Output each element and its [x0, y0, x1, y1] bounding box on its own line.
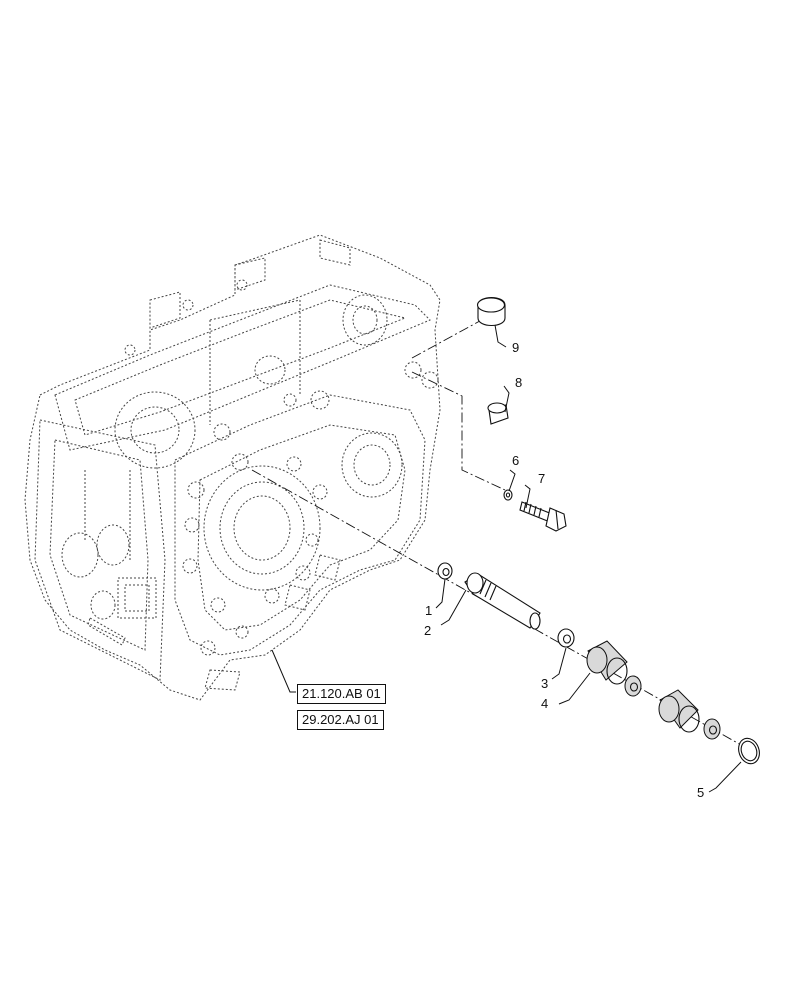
callout-7: 7 [538, 471, 545, 486]
callout-1: 1 [425, 603, 432, 618]
reference-box-1[interactable]: 21.120.AB 01 [297, 684, 386, 704]
part-2-shaft[interactable] [464, 572, 541, 630]
part-1-washer[interactable] [437, 562, 453, 580]
part-8-plug[interactable] [487, 402, 509, 425]
spare-components [624, 675, 721, 740]
callout-3: 3 [541, 676, 548, 691]
transmission-housing [24, 234, 441, 701]
leader-lines [271, 324, 742, 793]
part-3-washer[interactable] [557, 628, 575, 648]
callout-8: 8 [515, 375, 522, 390]
part-6-washer[interactable] [503, 489, 513, 501]
part-4-bushing[interactable] [586, 640, 628, 685]
reference-box-2[interactable]: 29.202.AJ 01 [297, 710, 384, 730]
callout-6: 6 [512, 453, 519, 468]
part-7-bolt[interactable] [519, 501, 567, 532]
callout-4: 4 [541, 696, 548, 711]
part-5-snap-ring[interactable] [735, 735, 763, 766]
callout-2: 2 [424, 623, 431, 638]
callout-5: 5 [697, 785, 704, 800]
callout-labels: 9 8 6 7 1 2 3 4 5 [424, 340, 704, 800]
part-9-plug[interactable] [476, 296, 506, 327]
callout-9: 9 [512, 340, 519, 355]
